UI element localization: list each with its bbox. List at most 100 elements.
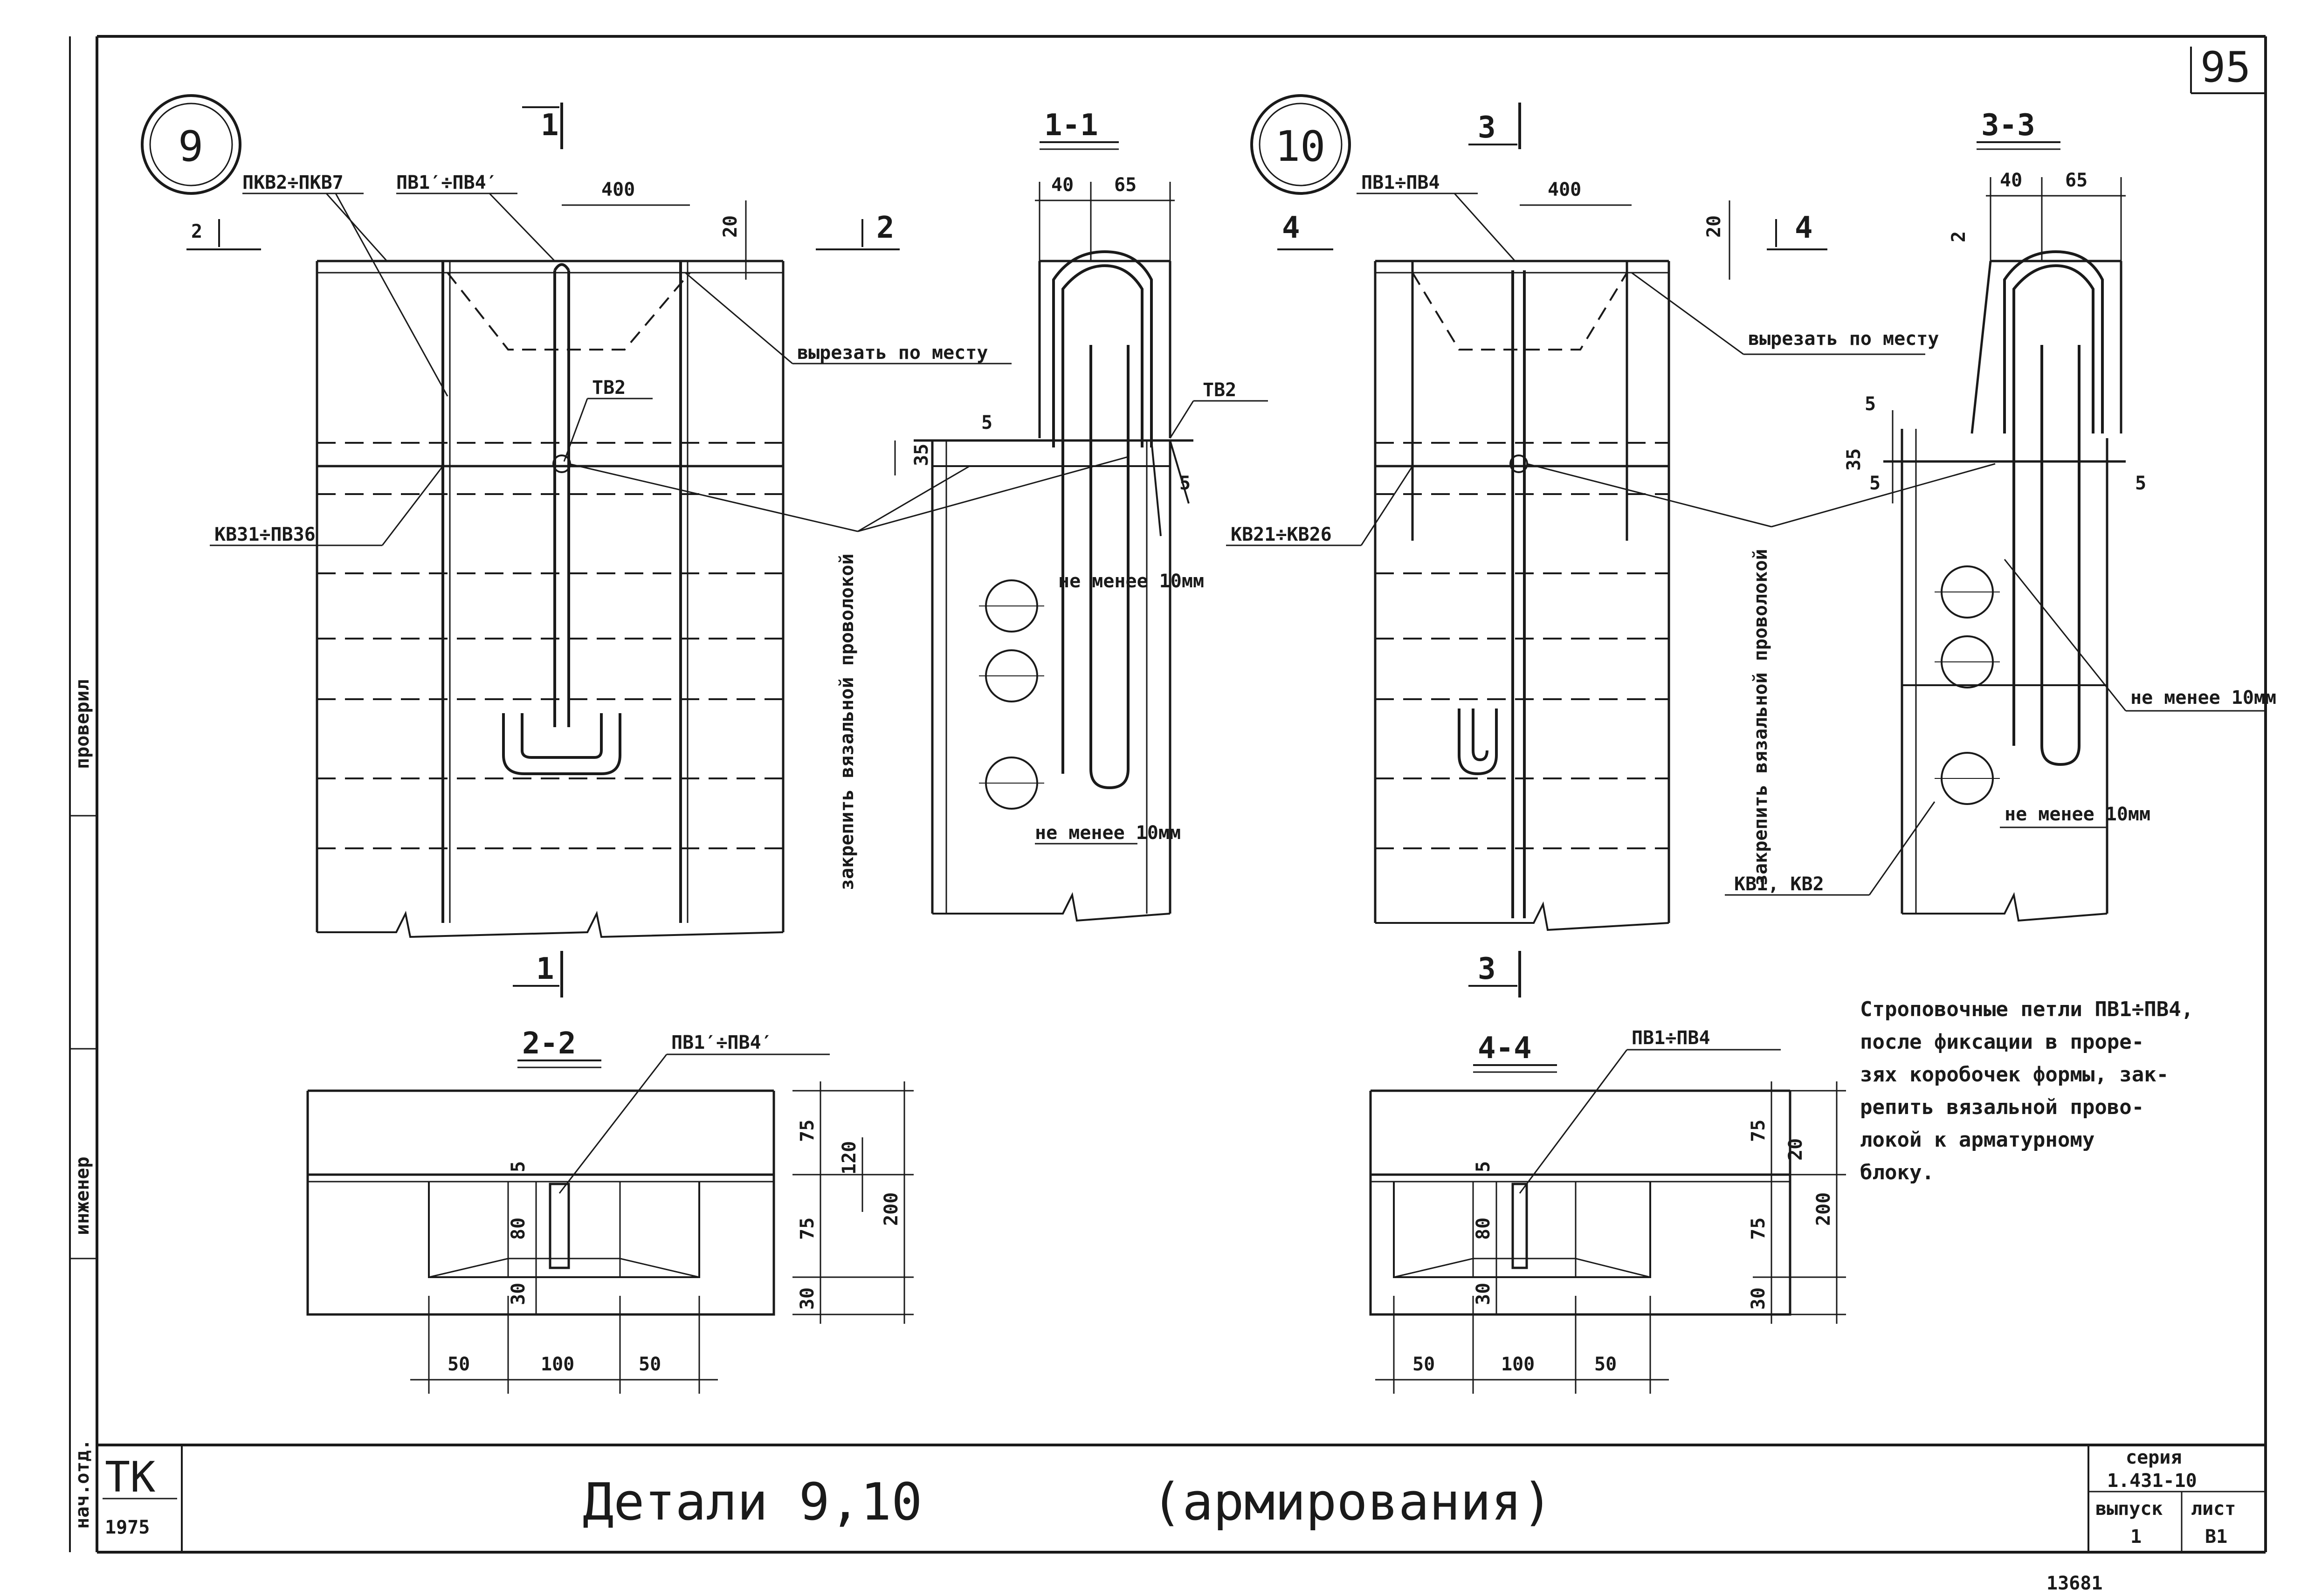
detail-9-dim-20: 20 [720, 215, 741, 238]
side-role-head: нач.отд. [72, 1439, 93, 1529]
detail-9-cut-bottom: 1 [536, 952, 554, 986]
detail-10-dim-30b: 30 [1748, 1287, 1769, 1310]
detail-10-dim-2: 2 [1948, 231, 1970, 242]
detail-9-dim-80: 80 [508, 1218, 529, 1240]
detail-9-cut-top: 1 [541, 108, 559, 143]
detail-10-section-3-3-label: 3-3 [1981, 108, 2035, 143]
detail-9-label-tie-wire: закрепить вязальной проволокой [836, 554, 858, 890]
detail-9-dim-30b: 30 [797, 1287, 818, 1310]
detail-10-dim-35: 35 [1843, 448, 1865, 471]
detail-9-label-tv2: ТВ2 [592, 377, 626, 399]
detail-10-dim-80: 80 [1473, 1218, 1494, 1240]
detail-10-dim-30a: 30 [1473, 1283, 1494, 1305]
detail-10-dim-75b: 75 [1748, 1218, 1769, 1240]
detail-9-dim-65: 65 [1114, 174, 1137, 196]
detail-9-dim-100: 100 [541, 1354, 574, 1375]
detail-10-dim-75a: 75 [1748, 1120, 1769, 1142]
detail-10-section-4-4-label: 4-4 [1478, 1031, 1532, 1066]
detail-10-cut-right: 4 [1795, 211, 1813, 245]
detail-9-section-1-1-label: 1-1 [1044, 108, 1098, 143]
side-role-engineer: инженер [72, 1156, 93, 1235]
detail-10-label-cut: вырезать по месту [1748, 328, 1939, 350]
detail-9-dim-5b: 5 [1179, 473, 1191, 494]
detail-10-cut-bottom: 3 [1478, 952, 1496, 986]
issue-label: выпуск [2095, 1498, 2163, 1520]
detail-10-section-3-3: 3-3 40 65 2 5 35 [1725, 108, 2276, 922]
drawing-title: Детали 9,10 [583, 1472, 922, 1532]
detail-9-number-circle [141, 94, 241, 195]
detail-10-dim-5a: 5 [1865, 393, 1876, 415]
detail-9-dim-30a: 30 [508, 1283, 529, 1305]
detail-9: 9 1 1 2 2 [141, 94, 1268, 1394]
detail-10-dim-5c: 5 [2135, 473, 2146, 494]
detail-9-dim-200: 200 [881, 1192, 902, 1226]
year-mark: 1975 [105, 1517, 150, 1538]
detail-9-dim-5-2-2: 5 [508, 1161, 529, 1172]
detail-10-dim-5b: 5 [1869, 473, 1881, 494]
note-line-3: зях коробочек формы, зак- [1860, 1063, 2169, 1087]
drawing-subtitle: (армирования) [1151, 1472, 1553, 1532]
detail-10-label-pv: ПВ1÷ПВ4 [1361, 172, 1440, 193]
detail-9-dim-75b: 75 [797, 1218, 818, 1240]
detail-9-cut-right: 2 [876, 211, 895, 245]
detail-10-dim-20: 20 [1703, 215, 1725, 238]
detail-9-dim-120: 120 [839, 1141, 860, 1175]
detail-10-dim-5-4-4: 5 [1473, 1161, 1494, 1172]
detail-9-label-kv: КВ31÷ПВ36 [214, 524, 316, 545]
detail-10-number-circle [1250, 94, 1351, 195]
detail-9-section-1-1: 1-1 40 65 35 [894, 108, 1268, 922]
note-line-4: репить вязальной прово- [1860, 1095, 2144, 1119]
detail-10-label-pv-4-4: ПВ1÷ПВ4 [1632, 1027, 1710, 1049]
detail-9-dim-75a: 75 [797, 1120, 818, 1142]
side-role-checked: проверил [72, 679, 93, 769]
sheet-label: лист [2191, 1498, 2236, 1520]
detail-9-label-pkv: ПКВ2÷ПКВ7 [242, 172, 344, 193]
detail-9-section-2-2-label: 2-2 [522, 1026, 576, 1061]
detail-10: 10 3 3 4 4 [1226, 94, 2276, 1394]
detail-10-dim-20b: 20 [1785, 1138, 1806, 1161]
detail-9-label-cut: вырезать по месту [797, 342, 988, 364]
detail-9-label-not-less-1: не менее 10мм [1058, 571, 1204, 592]
detail-10-dim-200: 200 [1813, 1192, 1834, 1226]
detail-9-label-pv-prime: ПВ1′÷ПВ4′ [396, 172, 497, 193]
detail-9-number: 9 [178, 122, 203, 171]
detail-10-dim-100: 100 [1501, 1354, 1535, 1375]
detail-9-label-not-less-2: не менее 10мм [1035, 822, 1181, 844]
detail-10-cut-left: 4 [1282, 211, 1300, 245]
detail-9-elevation [316, 260, 785, 938]
detail-9-dim-400: 400 [601, 179, 635, 200]
issue-value: 1 [2130, 1526, 2142, 1548]
detail-10-label-not-less-a: не менее 10мм [2130, 687, 2276, 709]
title-block: ТК 1975 Детали 9,10 (армирования) серия … [103, 1447, 2236, 1594]
org-mark: ТК [105, 1453, 155, 1502]
detail-10-label-kv: КВ21÷КВ26 [1231, 524, 1332, 545]
note-line-1: Строповочные петли ПВ1÷ПВ4, [1860, 998, 2193, 1021]
series-value: 1.431-10 [2107, 1470, 2197, 1492]
detail-9-dim-50b: 50 [639, 1354, 661, 1375]
sheet-frame [69, 35, 2267, 1554]
detail-9-label-tv2-right: ТВ2 [1203, 379, 1236, 401]
footer-mark: 13681 [2046, 1573, 2102, 1594]
general-note: Строповочные петли ПВ1÷ПВ4, после фиксац… [1860, 998, 2193, 1184]
detail-10-cut-top: 3 [1478, 110, 1496, 145]
detail-9-dim-50a: 50 [448, 1354, 470, 1375]
series-label: серия [2126, 1447, 2182, 1468]
sheet-value: В1 [2205, 1526, 2227, 1548]
detail-10-dim-400: 400 [1548, 179, 1581, 200]
note-line-2: после фиксации в проре- [1860, 1030, 2144, 1054]
detail-9-dim-35: 35 [911, 444, 932, 466]
detail-10-dim-65: 65 [2065, 170, 2087, 191]
note-line-5: локой к арматурному [1860, 1128, 2094, 1152]
detail-9-section-2-2: 2-2 ПВ1′÷ПВ4′ 5 80 30 50 100 50 [306, 1026, 914, 1394]
detail-9-dim-5a: 5 [981, 412, 992, 433]
detail-10-label-tie-wire: закрепить вязальной проволокой [1750, 549, 1771, 886]
sheet-number: 95 [2200, 43, 2251, 92]
side-stamp: проверил инженер нач.отд. [70, 679, 97, 1529]
detail-9-cut-left: 2 [191, 221, 202, 242]
detail-9-dim-40: 40 [1051, 174, 1074, 196]
detail-10-label-not-less-b: не менее 10мм [2005, 804, 2150, 825]
detail-10-dim-40: 40 [2000, 170, 2022, 191]
detail-10-number: 10 [1275, 122, 1325, 171]
detail-10-label-kv-section: КВ1, КВ2 [1734, 874, 1824, 895]
detail-9-label-pv-2-2: ПВ1′÷ПВ4′ [671, 1032, 772, 1053]
